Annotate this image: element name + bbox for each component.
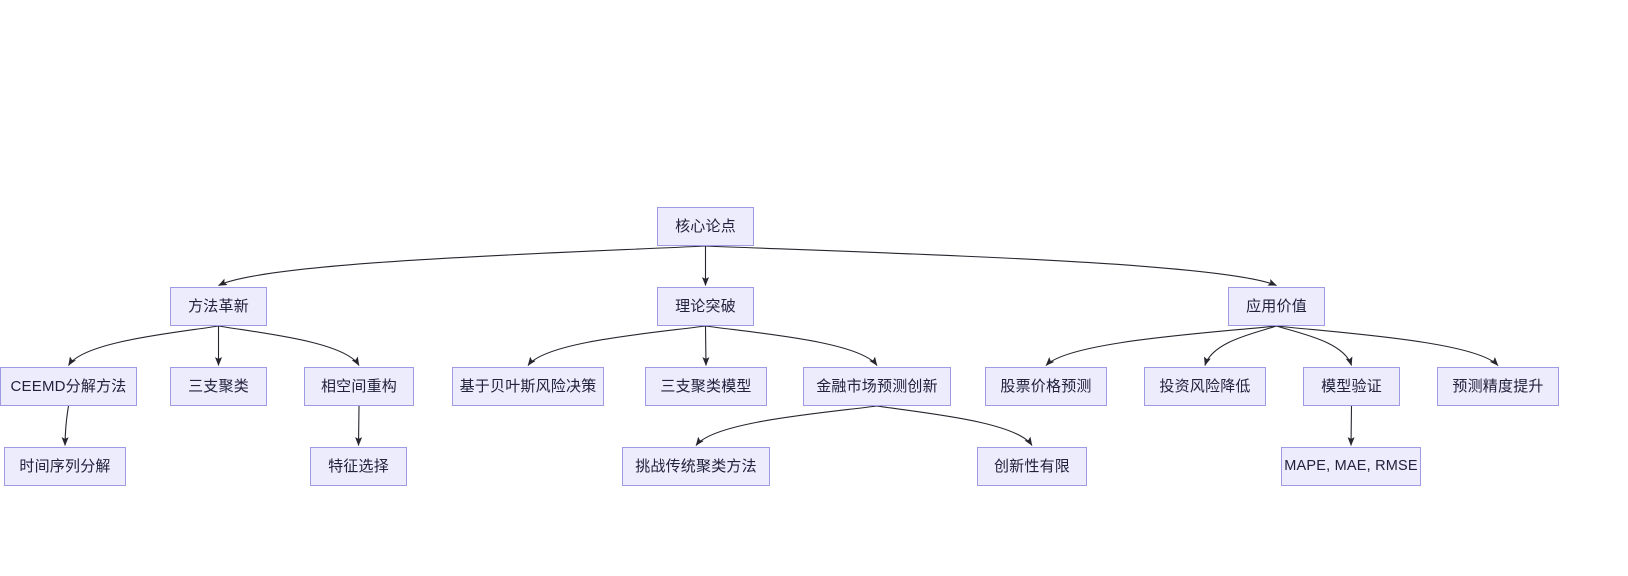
flow-node-theory[interactable]: 理论突破 bbox=[657, 287, 754, 326]
flow-edge-theory-to-finance bbox=[705, 325, 878, 366]
flow-edge-phase-to-featsel bbox=[355, 405, 363, 446]
flow-edge-finance-to-challenge bbox=[695, 405, 878, 446]
flow-edge-method-to-phase bbox=[218, 325, 360, 366]
flow-node-label: 创新性有限 bbox=[993, 458, 1070, 475]
flow-node-metrics[interactable]: MAPE, MAE, RMSE bbox=[1281, 447, 1421, 486]
flow-node-limited[interactable]: 创新性有限 bbox=[977, 447, 1087, 486]
flow-node-label: 股票价格预测 bbox=[1000, 378, 1092, 395]
flow-node-label: 挑战传统聚类方法 bbox=[635, 458, 757, 475]
flow-node-label: 预测精度提升 bbox=[1452, 378, 1544, 395]
flow-node-featsel[interactable]: 特征选择 bbox=[310, 447, 407, 486]
flow-node-label: 金融市场预测创新 bbox=[816, 378, 938, 395]
flow-node-finance[interactable]: 金融市场预测创新 bbox=[803, 367, 951, 406]
flow-node-label: 相空间重构 bbox=[320, 378, 397, 395]
flow-edge-theory-to-bayes bbox=[527, 325, 706, 366]
flow-node-tsdecomp[interactable]: 时间序列分解 bbox=[4, 447, 126, 486]
flow-node-applic[interactable]: 应用价值 bbox=[1228, 287, 1325, 326]
flow-edge-ceemd-to-tsdecomp bbox=[61, 405, 70, 446]
flow-node-label: 三支聚类模型 bbox=[660, 378, 752, 395]
flow-node-label: 时间序列分解 bbox=[19, 458, 111, 475]
flow-node-method[interactable]: 方法革新 bbox=[170, 287, 267, 326]
flow-node-label: 核心论点 bbox=[675, 218, 736, 235]
flow-edge-applic-to-risk bbox=[1204, 325, 1277, 366]
flow-edge-valid-to-metrics bbox=[1347, 405, 1355, 446]
flow-node-label: 模型验证 bbox=[1321, 378, 1382, 395]
flow-edge-applic-to-accuracy bbox=[1276, 325, 1499, 366]
flow-node-accuracy[interactable]: 预测精度提升 bbox=[1437, 367, 1559, 406]
flow-edge-root-to-applic bbox=[705, 245, 1277, 287]
flow-edge-applic-to-stock bbox=[1045, 325, 1277, 366]
flow-node-trimodel[interactable]: 三支聚类模型 bbox=[645, 367, 767, 406]
flow-node-root[interactable]: 核心论点 bbox=[657, 207, 754, 246]
flow-node-tri[interactable]: 三支聚类 bbox=[170, 367, 267, 406]
flow-node-bayes[interactable]: 基于贝叶斯风险决策 bbox=[452, 367, 604, 406]
flow-node-label: 三支聚类 bbox=[188, 378, 249, 395]
flow-node-label: 应用价值 bbox=[1246, 298, 1307, 315]
flow-node-ceemd[interactable]: CEEMD分解方法 bbox=[0, 367, 137, 406]
flow-node-stock[interactable]: 股票价格预测 bbox=[985, 367, 1107, 406]
flow-edge-applic-to-valid bbox=[1276, 325, 1353, 366]
flow-edge-finance-to-limited bbox=[876, 405, 1033, 446]
flow-node-label: CEEMD分解方法 bbox=[10, 378, 127, 395]
flow-node-label: 特征选择 bbox=[328, 458, 389, 475]
flow-node-label: 理论突破 bbox=[675, 298, 736, 315]
flow-node-label: 基于贝叶斯风险决策 bbox=[459, 378, 597, 395]
flow-edge-theory-to-trimodel bbox=[702, 325, 710, 366]
flow-edge-root-to-method bbox=[218, 245, 706, 286]
edges-group bbox=[61, 245, 1499, 446]
flow-node-label: MAPE, MAE, RMSE bbox=[1284, 458, 1418, 475]
flow-node-challenge[interactable]: 挑战传统聚类方法 bbox=[622, 447, 770, 486]
flow-node-risk[interactable]: 投资风险降低 bbox=[1144, 367, 1266, 406]
flow-edge-method-to-ceemd bbox=[68, 325, 219, 366]
flow-node-valid[interactable]: 模型验证 bbox=[1303, 367, 1400, 406]
flow-node-label: 方法革新 bbox=[188, 298, 249, 315]
flow-node-phase[interactable]: 相空间重构 bbox=[304, 367, 414, 406]
flow-node-label: 投资风险降低 bbox=[1159, 378, 1251, 395]
